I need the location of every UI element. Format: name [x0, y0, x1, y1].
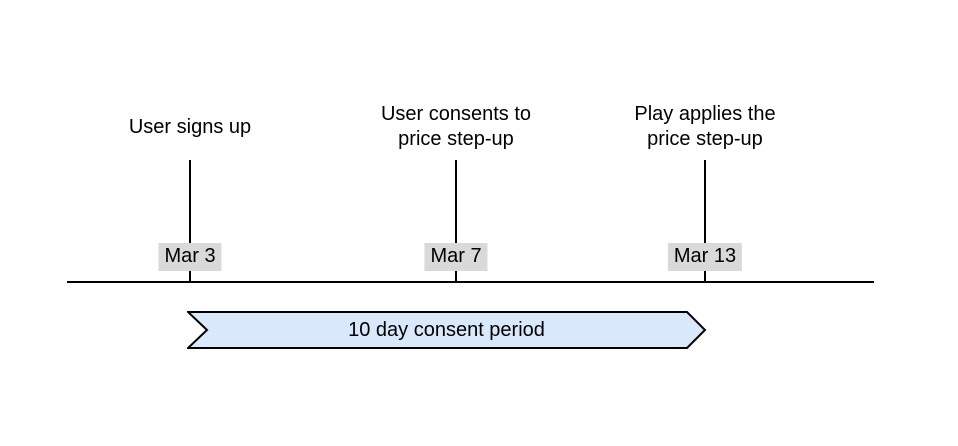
event-title-play-applies: Play applies the price step-up [634, 103, 776, 150]
event-title-user-consents: User consents to price step-up [380, 103, 532, 150]
event-tick-mar3 [189, 160, 191, 283]
event-date-badge-mar7: Mar 7 [424, 243, 488, 271]
event-tick-mar7 [455, 160, 457, 283]
consent-period-banner [187, 311, 707, 349]
consent-period-label: 10 day consent period [348, 318, 545, 341]
event-date-badge-mar3: Mar 3 [158, 243, 222, 271]
event-tick-mar13 [704, 160, 706, 283]
event-title-user-signs-up: User signs up [128, 115, 252, 138]
consent-period-arrow-shape [187, 311, 707, 349]
timeline-axis-line [67, 281, 874, 283]
event-date-badge-mar13: Mar 13 [667, 243, 743, 271]
